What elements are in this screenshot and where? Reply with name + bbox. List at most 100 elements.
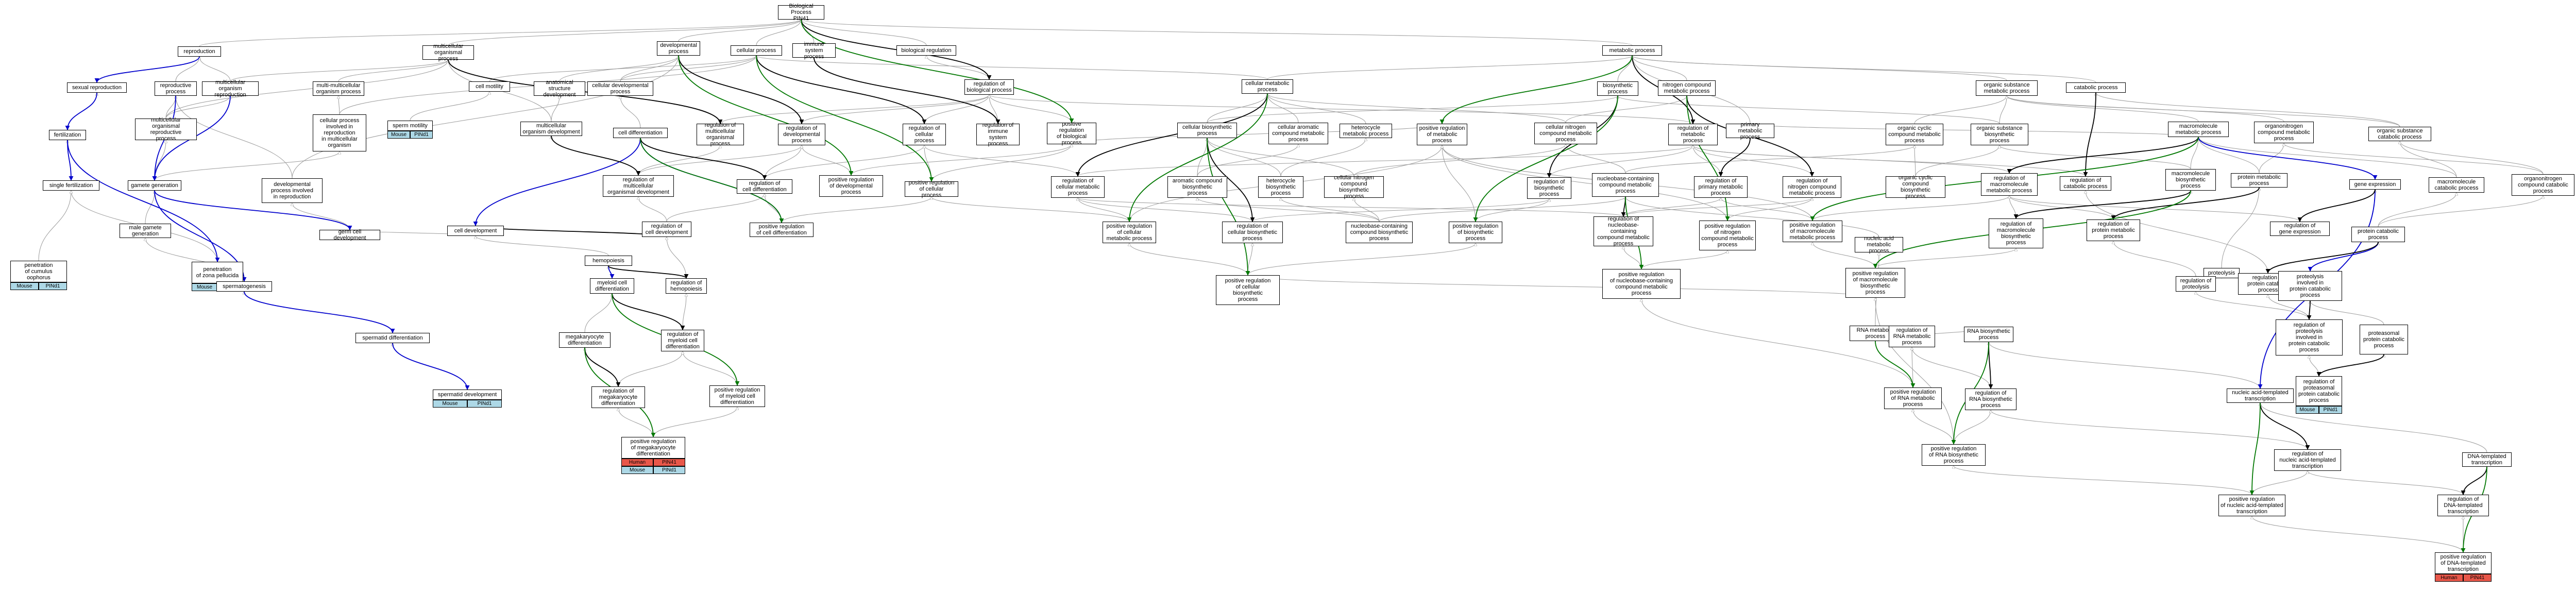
go-term-n39[interactable]: primary metabolic process <box>1726 122 1774 140</box>
go-term-n59[interactable]: regulation of nitrogen compound metaboli… <box>1783 176 1841 198</box>
go-term-n78[interactable]: positive regulation of biosynthetic proc… <box>1449 222 1502 243</box>
go-term-n35[interactable]: heterocycle metabolic process <box>1340 124 1392 138</box>
go-term-n31[interactable]: regulation of immune system process <box>976 122 1020 147</box>
go-term-n113[interactable]: positive regulation of megakaryocyte dif… <box>621 437 685 474</box>
go-term-n4[interactable]: developmental process <box>657 41 700 56</box>
go-term-n112[interactable]: nucleic acid-templated transcription <box>2227 388 2294 403</box>
go-term-n73[interactable]: regulation of cell development <box>642 222 691 237</box>
go-term-n38[interactable]: regulation of metabolic process <box>1668 124 1718 145</box>
go-term-n27[interactable]: cell differentiation <box>613 128 668 138</box>
go-term-n106[interactable]: regulation of proteasomal protein catabo… <box>2296 376 2342 414</box>
go-term-n10[interactable]: reproductive process <box>155 81 197 96</box>
go-term-n75[interactable]: positive regulation of cellular metaboli… <box>1103 222 1156 243</box>
go-term-n87[interactable]: regulation of hemopoiesis <box>666 278 707 294</box>
go-term-n104[interactable]: regulation of RNA metabolic process <box>1889 326 1935 347</box>
go-term-n79[interactable]: regulation of nucleobase-containing comp… <box>1594 216 1653 247</box>
go-term-n6[interactable]: immune system process <box>792 41 836 60</box>
go-term-n28[interactable]: regulation of multicellular organismal p… <box>697 122 744 147</box>
go-term-n24[interactable]: cellular process involved in reproductio… <box>313 114 366 151</box>
go-term-n63[interactable]: macromolecule biosynthetic process <box>2165 169 2216 191</box>
go-term-n105[interactable]: RNA biosynthetic process <box>1964 327 2013 342</box>
go-term-n50[interactable]: positive regulation of developmental pro… <box>819 175 883 197</box>
go-term-n89[interactable]: positive regulation of cellular biosynth… <box>1216 275 1280 305</box>
go-term-n57[interactable]: nucleobase-containing compound metabolic… <box>1592 173 1659 197</box>
go-term-n5[interactable]: cellular process <box>731 45 782 56</box>
go-term-n40[interactable]: organic cyclic compound metabolic proces… <box>1886 124 1943 145</box>
go-term-n41[interactable]: organic substance biosynthetic process <box>1971 124 2028 145</box>
go-term-n74[interactable]: positive regulation of cell differentiat… <box>750 223 814 237</box>
go-term-n107[interactable]: regulation of megakaryocyte differentiat… <box>591 386 645 408</box>
go-term-n77[interactable]: nucleobase-containing compound biosynthe… <box>1346 222 1413 243</box>
go-term-n103[interactable]: spermatid differentiation <box>355 333 430 343</box>
go-term-n36[interactable]: positive regulation of metabolic process <box>1417 124 1467 145</box>
go-term-n81[interactable]: positive regulation of macromolecule met… <box>1783 221 1842 242</box>
go-term-n118[interactable]: regulation of DNA-templated transcriptio… <box>2437 495 2489 516</box>
go-term-n64[interactable]: protein metabolic process <box>2231 173 2287 188</box>
go-term-n61[interactable]: regulation of macromolecule metabolic pr… <box>1981 173 2038 196</box>
go-term-n93[interactable]: proteolysis <box>2204 268 2240 278</box>
go-term-n23[interactable]: multicellular organismal reproductive pr… <box>135 117 197 142</box>
go-term-n66[interactable]: macromolecule catabolic process <box>2429 177 2484 193</box>
go-term-n92[interactable]: positive regulation of macromolecule bio… <box>1845 268 1905 298</box>
go-term-n29[interactable]: regulation of developmental process <box>778 124 825 145</box>
go-term-n26[interactable]: multicellular organism development <box>520 122 582 136</box>
go-term-n90[interactable]: positive regulation of nucleobase-contai… <box>1602 269 1681 299</box>
go-term-n53[interactable]: aromatic compound biosynthetic process <box>1167 176 1227 198</box>
go-term-n12[interactable]: multi-multicellular organism process <box>313 81 364 96</box>
go-term-n45[interactable]: single fertilization <box>43 180 99 191</box>
go-term-n110[interactable]: positive regulation of RNA metabolic pro… <box>1884 387 1942 409</box>
go-term-n55[interactable]: cellular nitrogen compound biosynthetic … <box>1324 175 1384 199</box>
go-term-n46[interactable]: gamete generation <box>128 180 181 191</box>
go-term-n37[interactable]: cellular nitrogen compound metabolic pro… <box>1534 123 1597 144</box>
go-term-n60[interactable]: organic cyclic compound biosynthetic pro… <box>1886 175 1945 199</box>
go-term-n99[interactable]: regulation of myeloid cell differentiati… <box>661 330 704 351</box>
go-term-n82[interactable]: regulation of macromolecule biosynthetic… <box>1989 218 2043 248</box>
go-term-n21[interactable]: catabolic process <box>2066 82 2126 93</box>
go-term-n32[interactable]: positive regulation of biological proces… <box>1047 121 1096 146</box>
go-term-n115[interactable]: regulation of nucleic acid-templated tra… <box>2274 449 2341 471</box>
go-term-n62[interactable]: regulation of catabolic process <box>2060 176 2111 191</box>
go-term-n8[interactable]: metabolic process <box>1602 45 1662 56</box>
go-term-n19[interactable]: nitrogen compound metabolic process <box>1658 80 1716 96</box>
go-term-n56[interactable]: regulation of biosynthetic process <box>1527 177 1571 199</box>
go-term-n49[interactable]: regulation of cell differentiation <box>737 179 792 194</box>
go-term-n114[interactable]: positive regulation of RNA biosynthetic … <box>1922 444 1986 466</box>
go-term-n33[interactable]: cellular biosynthetic process <box>1177 123 1237 138</box>
go-term-n16[interactable]: regulation of biological process <box>964 79 1014 95</box>
go-term-n34[interactable]: cellular aromatic compound metabolic pro… <box>1268 123 1328 144</box>
go-term-n51[interactable]: positive regulation of cellular process <box>905 180 958 198</box>
go-term-n11[interactable]: multicellular organism reproduction <box>202 79 259 98</box>
go-term-n76[interactable]: regulation of cellular biosynthetic proc… <box>1222 222 1283 243</box>
go-term-n14[interactable]: anatomical structure development <box>534 79 585 98</box>
go-term-n2[interactable]: reproduction <box>178 46 221 57</box>
go-term-n65[interactable]: gene expression <box>2349 179 2401 190</box>
go-term-n96[interactable]: proteolysis involved in protein cataboli… <box>2278 271 2342 301</box>
go-term-n22[interactable]: fertilization <box>49 130 86 140</box>
go-term-n108[interactable]: positive regulation of myeloid cell diff… <box>709 385 765 407</box>
go-term-n97[interactable]: spermatogenesis <box>216 281 272 292</box>
go-term-n47[interactable]: developmental process involved in reprod… <box>262 178 323 203</box>
go-term-n83[interactable]: regulation of protein metabolic process <box>2087 219 2140 241</box>
go-term-n18[interactable]: biosynthetic process <box>1597 81 1638 96</box>
go-term-n54[interactable]: heterocycle biosynthetic process <box>1258 176 1303 198</box>
go-term-n94[interactable]: regulation of proteolysis <box>2176 276 2216 292</box>
go-term-n30[interactable]: regulation of cellular process <box>903 124 946 145</box>
go-term-n102[interactable]: proteasomal protein catabolic process <box>2360 325 2408 354</box>
go-term-n48[interactable]: regulation of multicellular organismal d… <box>603 175 674 197</box>
go-term-n117[interactable]: positive regulation of nucleic acid-temp… <box>2218 495 2285 516</box>
go-term-n69[interactable]: male gamete generation <box>120 224 171 238</box>
go-term-n88[interactable]: myeloid cell differentiation <box>590 278 634 294</box>
go-term-n80[interactable]: positive regulation of nitrogen compound… <box>1699 221 1756 250</box>
go-term-n86[interactable]: hemopoiesis <box>585 256 632 266</box>
go-term-n91[interactable]: nucleic acid metabolic process <box>1855 235 1903 254</box>
go-term-n72[interactable]: cell development <box>447 226 504 236</box>
go-term-n98[interactable]: megakaryocyte differentiation <box>559 332 611 348</box>
go-term-n3[interactable]: multicellular organismal process <box>422 43 474 62</box>
go-term-n15[interactable]: cellular developmental process <box>587 81 653 96</box>
go-term-n119[interactable]: positive regulation of DNA-templated tra… <box>2435 552 2492 582</box>
go-term-n101[interactable]: regulation of proteolysis involved in pr… <box>2276 319 2343 356</box>
go-term-n1[interactable]: Biological Process PIN41 <box>778 3 824 22</box>
go-term-n71[interactable]: germ cell development <box>319 229 380 241</box>
